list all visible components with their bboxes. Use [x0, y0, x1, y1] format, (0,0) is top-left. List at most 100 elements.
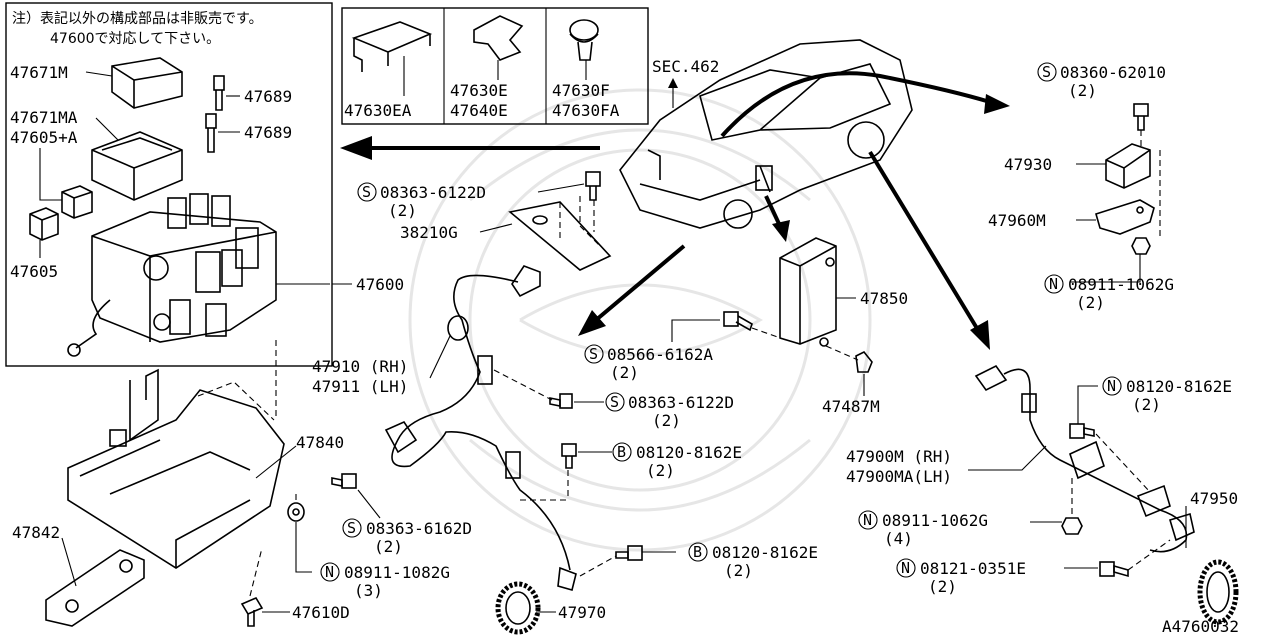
bracket-38210G — [508, 196, 612, 271]
marker-S-mid — [605, 392, 625, 412]
marker-N-text-5: N — [901, 559, 910, 577]
nut-08911-1062G-low — [1061, 517, 1083, 535]
label-47610D: 47610D — [292, 603, 350, 622]
label-38210G: 38210G — [400, 223, 458, 242]
clip-47630E — [473, 15, 524, 80]
vehicle-outline — [619, 39, 913, 229]
label-08911-1062G-low: 08911-1062G — [882, 511, 988, 530]
label-08911-1062G-top: 08911-1062G — [1068, 275, 1174, 294]
sensor-rotor-47970 — [495, 581, 541, 635]
clip-47630F — [569, 19, 599, 80]
qty-2-e: (2) — [374, 537, 403, 556]
marker-S-text-4: S — [347, 519, 356, 537]
abs-actuator-47600 — [67, 193, 277, 357]
label-47630F: 47630F — [552, 81, 610, 100]
bolt-08120-mid — [561, 443, 577, 469]
label-47910: 47910 (RH) — [312, 357, 408, 376]
marker-B-text-2: B — [693, 543, 702, 561]
cover-47671M — [111, 57, 183, 109]
label-47960M: 47960M — [988, 211, 1046, 230]
label-47930: 47930 — [1004, 155, 1052, 174]
label-08566-6162A: 08566-6162A — [607, 345, 713, 364]
label-47840: 47840 — [296, 433, 344, 452]
label-47630EA: 47630EA — [344, 101, 412, 120]
marker-N-top — [1044, 274, 1064, 294]
label-47911: 47911 (LH) — [312, 377, 408, 396]
marker-B-text-1: B — [617, 443, 626, 461]
relay-47605 — [29, 207, 59, 241]
label-47600: 47600 — [356, 275, 404, 294]
label-47630FA: 47630FA — [552, 101, 620, 120]
label-47605: 47605 — [10, 262, 58, 281]
marker-N-text-4: N — [863, 511, 872, 529]
marker-S-text-2: S — [589, 345, 598, 363]
arrow-to-rear-sensor — [868, 150, 990, 350]
clip-box — [341, 7, 649, 125]
arrow-to-module — [764, 195, 790, 242]
marker-S-08363-6122D-top — [357, 182, 377, 202]
label-47689-a: 47689 — [244, 87, 292, 106]
bracket-47960M — [1095, 199, 1155, 235]
marker-N-text-3: N — [1107, 377, 1116, 395]
qty-2-i: (2) — [1132, 395, 1161, 414]
diagram-id: A4760032 — [1162, 617, 1239, 636]
label-47487M: 47487M — [822, 397, 880, 416]
marker-B-mid — [612, 442, 632, 462]
sensor-47950 — [1197, 559, 1239, 625]
label-08363-6122D-top: 08363-6122D — [380, 183, 486, 202]
marker-N-low — [858, 510, 878, 530]
qty-3: (3) — [354, 581, 383, 600]
marker-S-08566 — [584, 344, 604, 364]
label-47630E: 47630E — [450, 81, 508, 100]
label-47970: 47970 — [558, 603, 606, 622]
clip-47487M — [855, 350, 873, 373]
arrow-to-front-sensor — [578, 244, 686, 336]
nut-08911-1062G-top — [1131, 237, 1151, 255]
label-47950: 47950 — [1190, 489, 1238, 508]
case-47671MA — [91, 131, 183, 201]
rear-sensor-harness — [974, 364, 1195, 553]
qty-2-a: (2) — [388, 201, 417, 220]
bolt-47610D — [240, 596, 264, 627]
arrow-to-inset — [340, 136, 600, 160]
nut-08911-1082G — [287, 502, 305, 522]
arrow-sec462 — [668, 78, 678, 108]
qty-2-g: (2) — [1068, 81, 1097, 100]
label-47640E: 47640E — [450, 101, 508, 120]
bolt-47689-b — [205, 113, 217, 153]
label-08120-8162E-low: 08120-8162E — [712, 543, 818, 562]
note-line-2: 47600で対応して下さい。 — [50, 31, 220, 47]
inset-box — [5, 2, 333, 367]
arrow-to-bracket — [720, 71, 1010, 138]
bolt-08363-6162D — [331, 473, 357, 489]
bolt-08120-right — [1069, 423, 1095, 439]
qty-4: (4) — [884, 529, 913, 548]
label-08363-6162D: 08363-6162D — [366, 519, 472, 538]
marker-S-low — [342, 518, 362, 538]
bolt-08363-6122D-mid — [549, 393, 573, 409]
marker-N-right — [1102, 376, 1122, 396]
qty-2-f: (2) — [724, 561, 753, 580]
marker-N-lowleft — [320, 562, 340, 582]
front-sensor-harness — [384, 265, 577, 591]
bracket-47842 — [45, 549, 145, 627]
label-sec462: SEC.462 — [652, 57, 719, 76]
label-08120-8162E-mid: 08120-8162E — [636, 443, 742, 462]
relay-47605A — [61, 185, 93, 219]
qty-2-j: (2) — [928, 577, 957, 596]
bolt-47689-a — [213, 75, 225, 111]
qty-2-h: (2) — [1076, 293, 1105, 312]
bolt-08566 — [723, 311, 753, 332]
marker-N-text-1: N — [325, 563, 334, 581]
label-08911-1082G: 08911-1082G — [344, 563, 450, 582]
label-47850: 47850 — [860, 289, 908, 308]
label-47671M: 47671M — [10, 63, 68, 82]
label-08360-62010: 08360-62010 — [1060, 63, 1166, 82]
marker-N-bottom — [896, 558, 916, 578]
label-08120-8162E-right: 08120-8162E — [1126, 377, 1232, 396]
clip-47630EA — [351, 21, 433, 96]
qty-2-d: (2) — [646, 461, 675, 480]
bolt-08121-0351E — [1099, 561, 1129, 578]
module-47850 — [779, 237, 837, 347]
